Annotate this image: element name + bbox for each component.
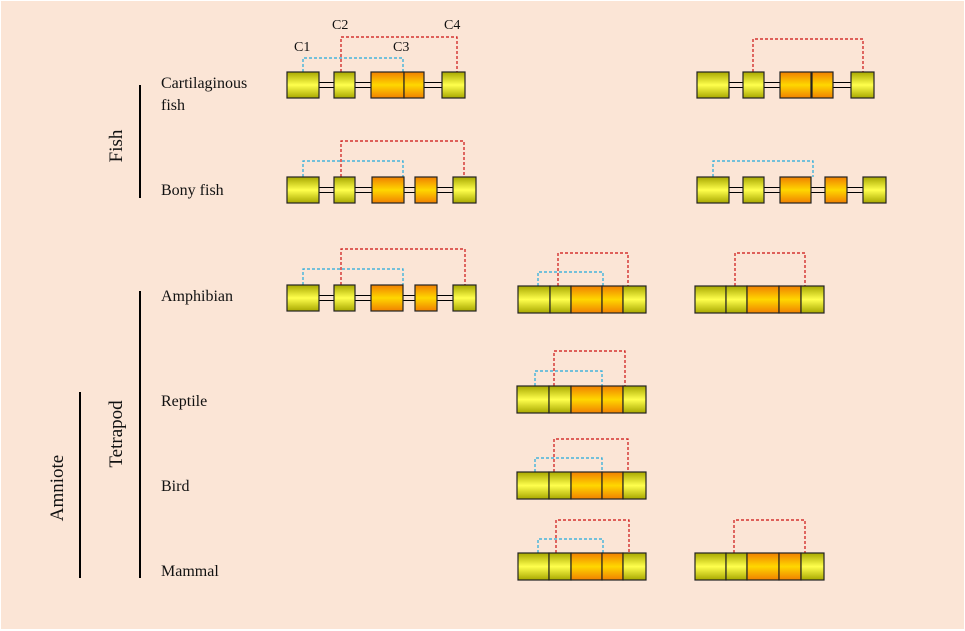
exon-box-0-3 (403, 71, 425, 99)
exon-box-4-2 (370, 284, 404, 312)
disulfide-link-3-0 (712, 160, 814, 177)
exon-box-0-0 (286, 71, 320, 99)
exon-box-1-3 (811, 71, 834, 99)
exon-box-10-1 (725, 552, 748, 581)
disulfide-link-7-1 (553, 350, 626, 386)
exon-box-1-4 (850, 71, 875, 99)
exon-box-3-4 (862, 176, 887, 204)
disulfide-link-4-0 (302, 268, 404, 285)
group-label-tetrapod: Tetrapod (106, 400, 127, 468)
exon-box-1-0 (696, 71, 730, 99)
exon-box-3-3 (824, 176, 848, 204)
exon-box-1-1 (742, 71, 765, 99)
codon-label-c3: C3 (393, 40, 409, 55)
exon-box-4-1 (333, 284, 356, 312)
disulfide-link-9-0 (537, 538, 604, 553)
exon-box-7-2 (570, 385, 603, 414)
exon-box-1-2 (779, 71, 812, 99)
codon-label-c1: C1 (294, 40, 310, 55)
exon-box-6-1 (725, 285, 748, 314)
exon-box-4-3 (414, 284, 438, 312)
disulfide-link-9-1 (555, 519, 630, 553)
exon-box-10-4 (800, 552, 825, 581)
row-label-bony-fish: Bony fish (161, 182, 224, 199)
disulfide-link-2-1 (340, 140, 465, 177)
exon-box-10-0 (694, 552, 727, 581)
exon-box-5-2 (570, 285, 603, 314)
disulfide-link-6-0 (734, 252, 806, 286)
disulfide-link-1-0 (752, 38, 864, 72)
disulfide-link-4-1 (340, 248, 466, 285)
exon-box-2-0 (286, 176, 320, 204)
exon-box-5-1 (549, 285, 572, 314)
exon-box-6-2 (746, 285, 780, 314)
exon-box-6-3 (778, 285, 802, 314)
exon-box-3-0 (696, 176, 730, 204)
codon-label-c4: C4 (444, 18, 460, 33)
exon-box-5-4 (622, 285, 647, 314)
exon-box-8-1 (548, 471, 572, 500)
disulfide-link-7-0 (534, 370, 603, 386)
exon-box-7-4 (622, 385, 647, 414)
disulfide-link-2-0 (302, 160, 404, 177)
disulfide-link-10-0 (733, 519, 806, 553)
exon-box-7-1 (548, 385, 572, 414)
exon-box-3-2 (779, 176, 812, 204)
exon-box-10-2 (746, 552, 780, 581)
exon-box-2-4 (452, 176, 477, 204)
exon-box-2-1 (333, 176, 356, 204)
exon-box-2-2 (371, 176, 405, 204)
exon-box-9-1 (548, 552, 572, 581)
group-label-fish: Fish (106, 129, 127, 162)
codon-label-c2: C2 (332, 18, 348, 33)
row-label-mammal: Mammal (161, 563, 219, 580)
exon-box-5-3 (601, 285, 624, 314)
exon-box-3-1 (742, 176, 765, 204)
exon-box-8-4 (622, 471, 647, 500)
exon-box-10-3 (778, 552, 802, 581)
row-label-bird: Bird (161, 478, 189, 495)
exon-box-4-0 (286, 284, 320, 312)
row-label-reptile: Reptile (161, 393, 207, 410)
exon-box-2-3 (414, 176, 438, 204)
gene-structures (286, 36, 887, 581)
exon-box-7-3 (601, 385, 624, 414)
exon-box-6-0 (694, 285, 727, 314)
exon-box-7-0 (516, 385, 550, 414)
disulfide-link-5-0 (537, 271, 604, 286)
exon-box-8-2 (570, 471, 603, 500)
disulfide-link-8-0 (534, 457, 603, 472)
disulfide-link-5-1 (557, 252, 629, 286)
exon-box-4-4 (452, 284, 477, 312)
exon-box-0-2 (370, 71, 405, 99)
exon-box-9-0 (517, 552, 550, 581)
disulfide-link-8-1 (553, 438, 629, 472)
exon-box-8-3 (601, 471, 624, 500)
disulfide-link-0-0 (302, 57, 404, 72)
exon-box-8-0 (516, 471, 550, 500)
exon-box-5-0 (517, 285, 551, 314)
exon-box-9-3 (601, 552, 624, 581)
group-label-amniote: Amniote (47, 455, 68, 522)
exon-box-9-2 (570, 552, 603, 581)
exon-box-9-4 (622, 552, 647, 581)
disulfide-link-0-1 (340, 36, 458, 72)
exon-box-6-4 (800, 285, 825, 314)
row-label-amphibian: Amphibian (161, 288, 233, 305)
exon-box-0-1 (333, 71, 356, 99)
exon-box-0-4 (441, 71, 466, 99)
